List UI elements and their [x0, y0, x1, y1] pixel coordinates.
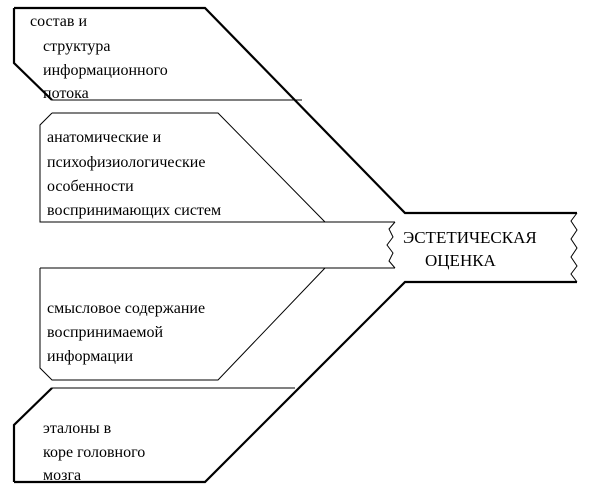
factor-1-line-2: структура: [43, 38, 111, 55]
factor-2-line-2: психофизиологические: [47, 154, 205, 171]
factor-1-line-3: информационного: [43, 62, 168, 79]
factor-3-line-2: воспринимаемой: [47, 324, 164, 341]
outer-outline-left-bottom: [12, 387, 53, 482]
result-bracket-right: [570, 212, 578, 283]
factor-4-line-2: коре головного: [43, 444, 145, 461]
factor-box-2-outline: [39, 112, 395, 223]
factor-2-line-3: особенности: [47, 178, 134, 195]
factor-box-3-outline: [39, 267, 395, 381]
outer-outline-bottom: [14, 280, 577, 484]
factor-2-line-1: анатомические и: [47, 129, 162, 146]
factor-3-line-3: информации: [47, 348, 133, 365]
factor-3-line-1: смысловое содержание: [47, 300, 205, 317]
outer-outline-left-top: [12, 8, 53, 101]
result-line-2: ОЦЕНКА: [425, 251, 497, 270]
factor-4-line-3: мозга: [43, 467, 81, 484]
result-line-1: ЭСТЕТИЧЕСКАЯ: [403, 228, 537, 247]
factor-4-line-1: эталоны в: [43, 420, 112, 437]
factor-1-line-4: потока: [43, 85, 89, 102]
factor-1-line-1: состав и: [30, 13, 87, 30]
result-bracket-left: [386, 221, 396, 269]
outer-outline-top: [14, 6, 577, 215]
factor-2-line-4: воспринимающих систем: [47, 202, 221, 219]
